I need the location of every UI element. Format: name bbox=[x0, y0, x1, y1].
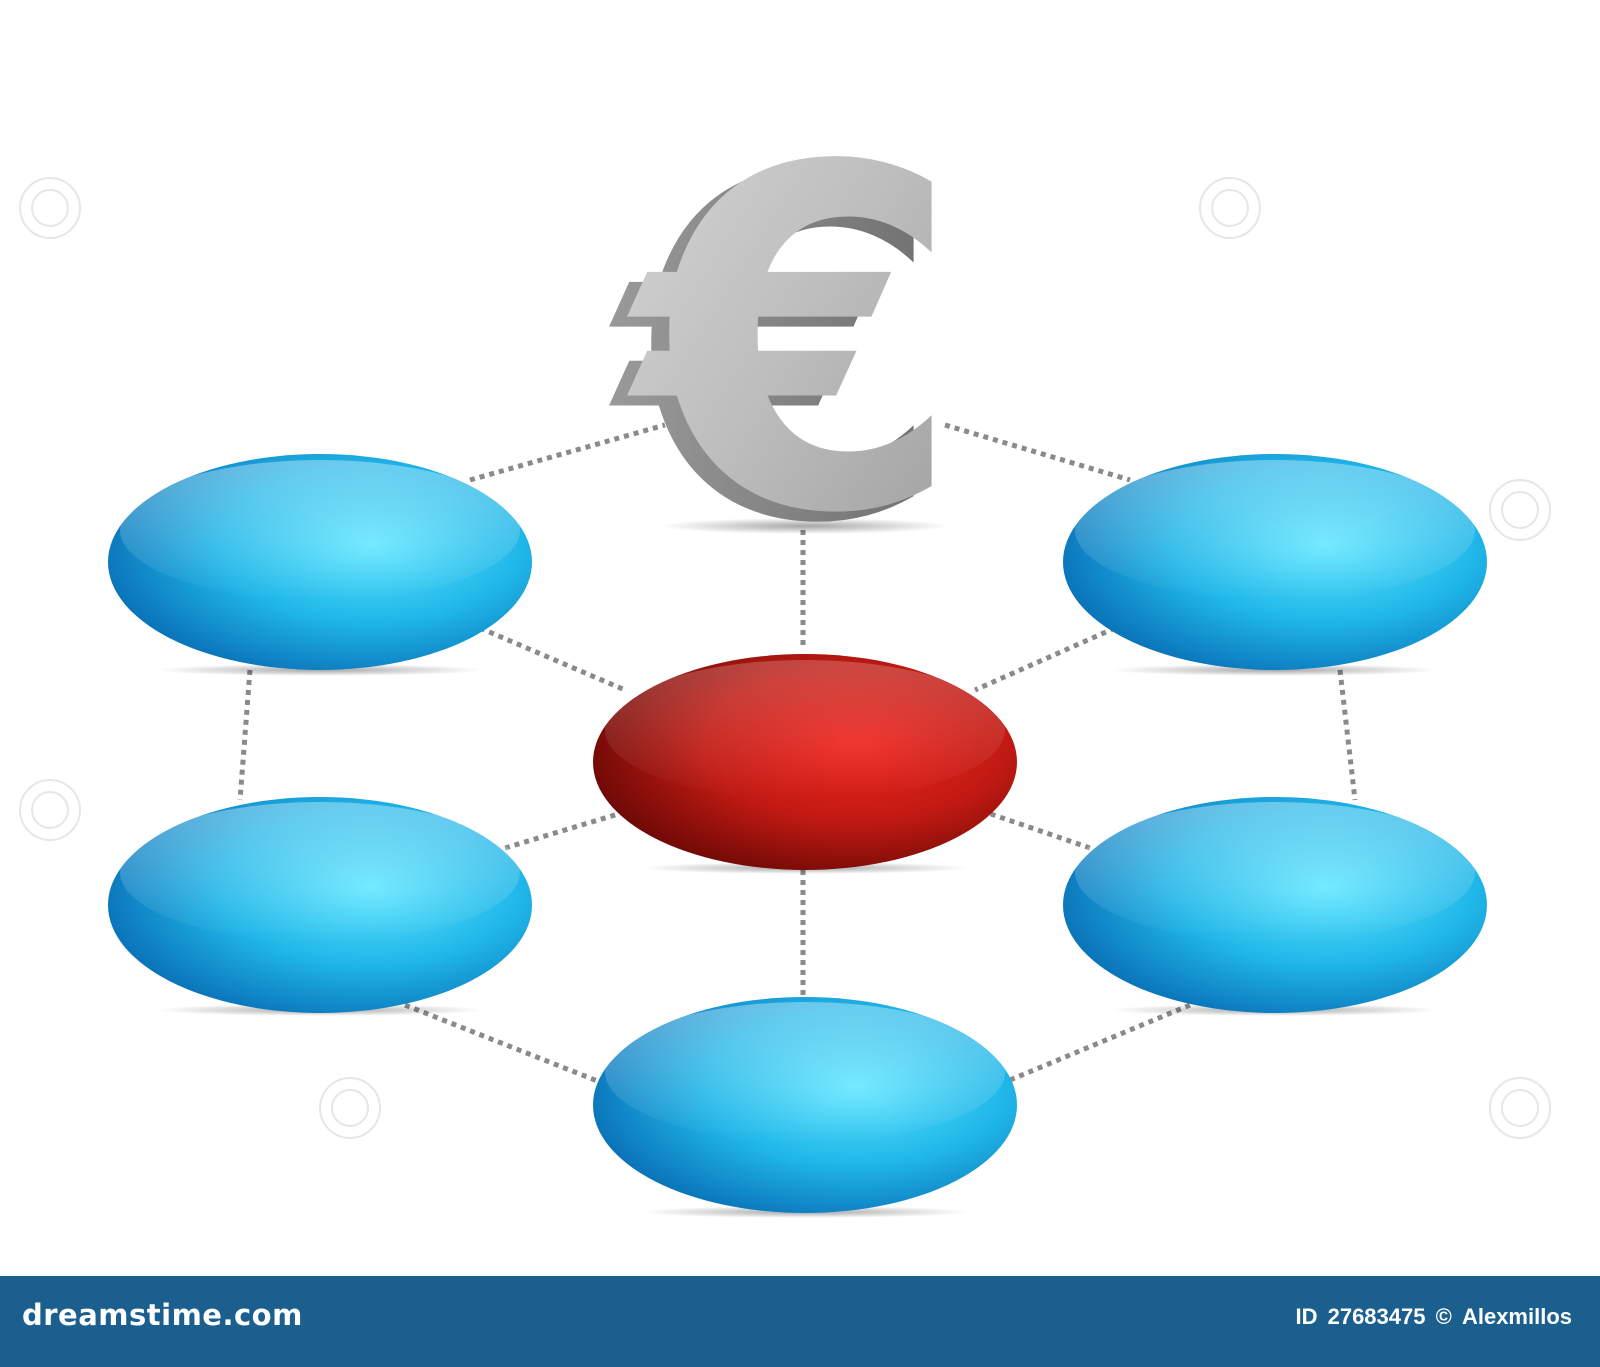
connector-topleft-center bbox=[479, 625, 626, 693]
diagram-canvas: € € bbox=[19, 69, 1551, 1218]
euro-symbol-icon: € € bbox=[603, 69, 963, 626]
node-bottom-right bbox=[1063, 797, 1487, 1013]
svg-text:€: € bbox=[603, 79, 945, 626]
node-center bbox=[593, 654, 1017, 870]
connector-bottomright-bottom bbox=[1009, 1002, 1191, 1083]
node-bottom-left bbox=[108, 797, 532, 1013]
svg-text:€: € bbox=[621, 69, 963, 616]
connector-euro-topright bbox=[944, 422, 1131, 483]
watermark-copyright: © bbox=[1435, 1304, 1452, 1329]
connector-topleft-euro bbox=[469, 422, 666, 483]
node-top-left bbox=[108, 454, 532, 670]
connector-left-vertical bbox=[237, 669, 253, 801]
node-bottom-center bbox=[593, 997, 1017, 1213]
watermark-author: Alexmillos bbox=[1461, 1304, 1572, 1329]
connector-topright-center bbox=[973, 625, 1117, 693]
watermark-id-label: ID bbox=[1295, 1304, 1318, 1329]
watermark-id: 27683475 bbox=[1327, 1304, 1426, 1329]
connectors bbox=[237, 422, 1358, 1085]
connector-bottomleft-center bbox=[504, 809, 626, 851]
connector-right-vertical bbox=[1337, 669, 1358, 801]
watermark-marks bbox=[19, 177, 1551, 1139]
watermark-credit: ID 27683475 © Alexmillos bbox=[1291, 1304, 1572, 1330]
node-top-right bbox=[1063, 454, 1487, 670]
watermark-footer: dreamstime.com ID 27683475 © Alexmillos bbox=[0, 1276, 1600, 1367]
connector-bottomleft-bottom bbox=[404, 1002, 601, 1085]
connector-bottomright-center bbox=[984, 809, 1091, 851]
watermark-site: dreamstime.com bbox=[22, 1298, 303, 1332]
